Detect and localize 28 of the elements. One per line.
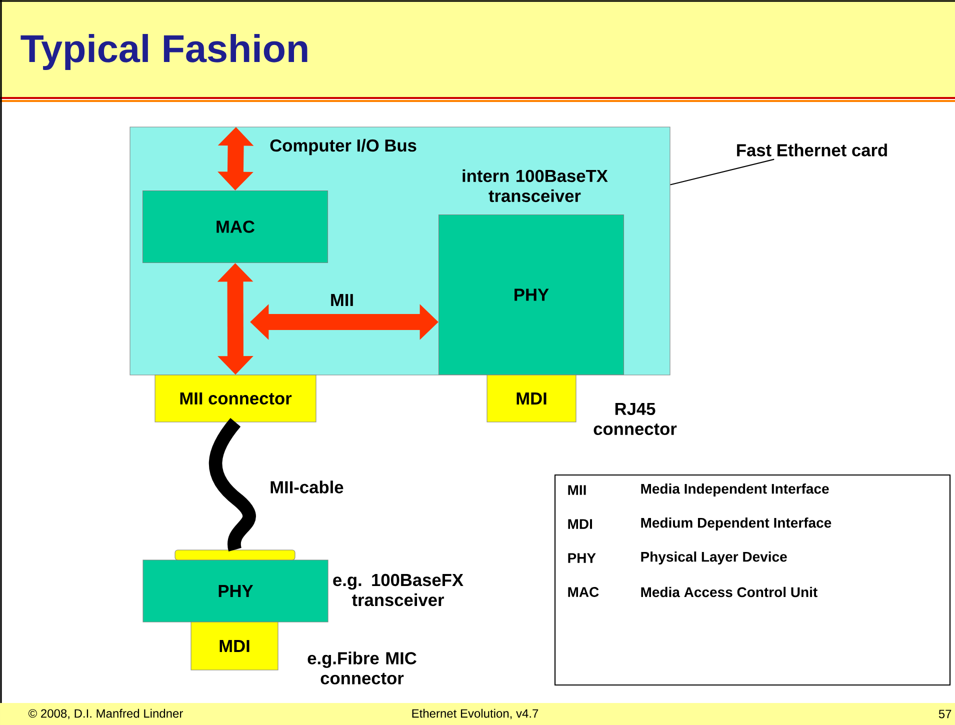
- definition-text: Physical Layer Device: [641, 551, 787, 565]
- heading-text: intern 100BaseTX transceiver: [462, 169, 608, 202]
- definition-text: Medium Dependent Interface: [641, 517, 832, 531]
- abbreviation: PHY: [568, 553, 596, 563]
- chip-box: PHY: [142, 560, 328, 622]
- edge-label: MII-cable: [270, 480, 344, 494]
- abbreviation: MII: [568, 485, 586, 495]
- card-label: Fast Ethernet card: [737, 144, 887, 156]
- definition-text: Media Independent Interface: [641, 483, 829, 497]
- definition-text: Media Access Control Unit: [641, 586, 818, 598]
- connector-strip: [174, 550, 296, 560]
- connector-box: MDI: [190, 622, 278, 670]
- edge-label: MII: [331, 294, 353, 306]
- slide-title: Typical Fashion: [20, 34, 308, 70]
- caption-text: e.g.Fibre MIC connector: [308, 652, 416, 684]
- abbreviation: MAC: [568, 587, 599, 597]
- page-number: 57: [938, 710, 952, 718]
- caption-text: RJ45 connector: [594, 402, 677, 436]
- connector-box: MII connector: [154, 374, 316, 422]
- connector-box: MDI: [486, 374, 576, 422]
- footer-text: Ethernet Evolution, v4.7: [412, 708, 538, 720]
- caption-text: e.g. 100BaseFX transceiver: [333, 574, 464, 606]
- chip-box: PHY: [438, 214, 624, 375]
- abbreviation: MDI: [568, 519, 592, 529]
- chip-box: MAC: [142, 190, 328, 263]
- edge-label: Computer I/O Bus: [270, 138, 416, 156]
- leader-line: [670, 158, 774, 186]
- footer-text: © 2008, D.I. Manfred Lindner: [28, 708, 183, 720]
